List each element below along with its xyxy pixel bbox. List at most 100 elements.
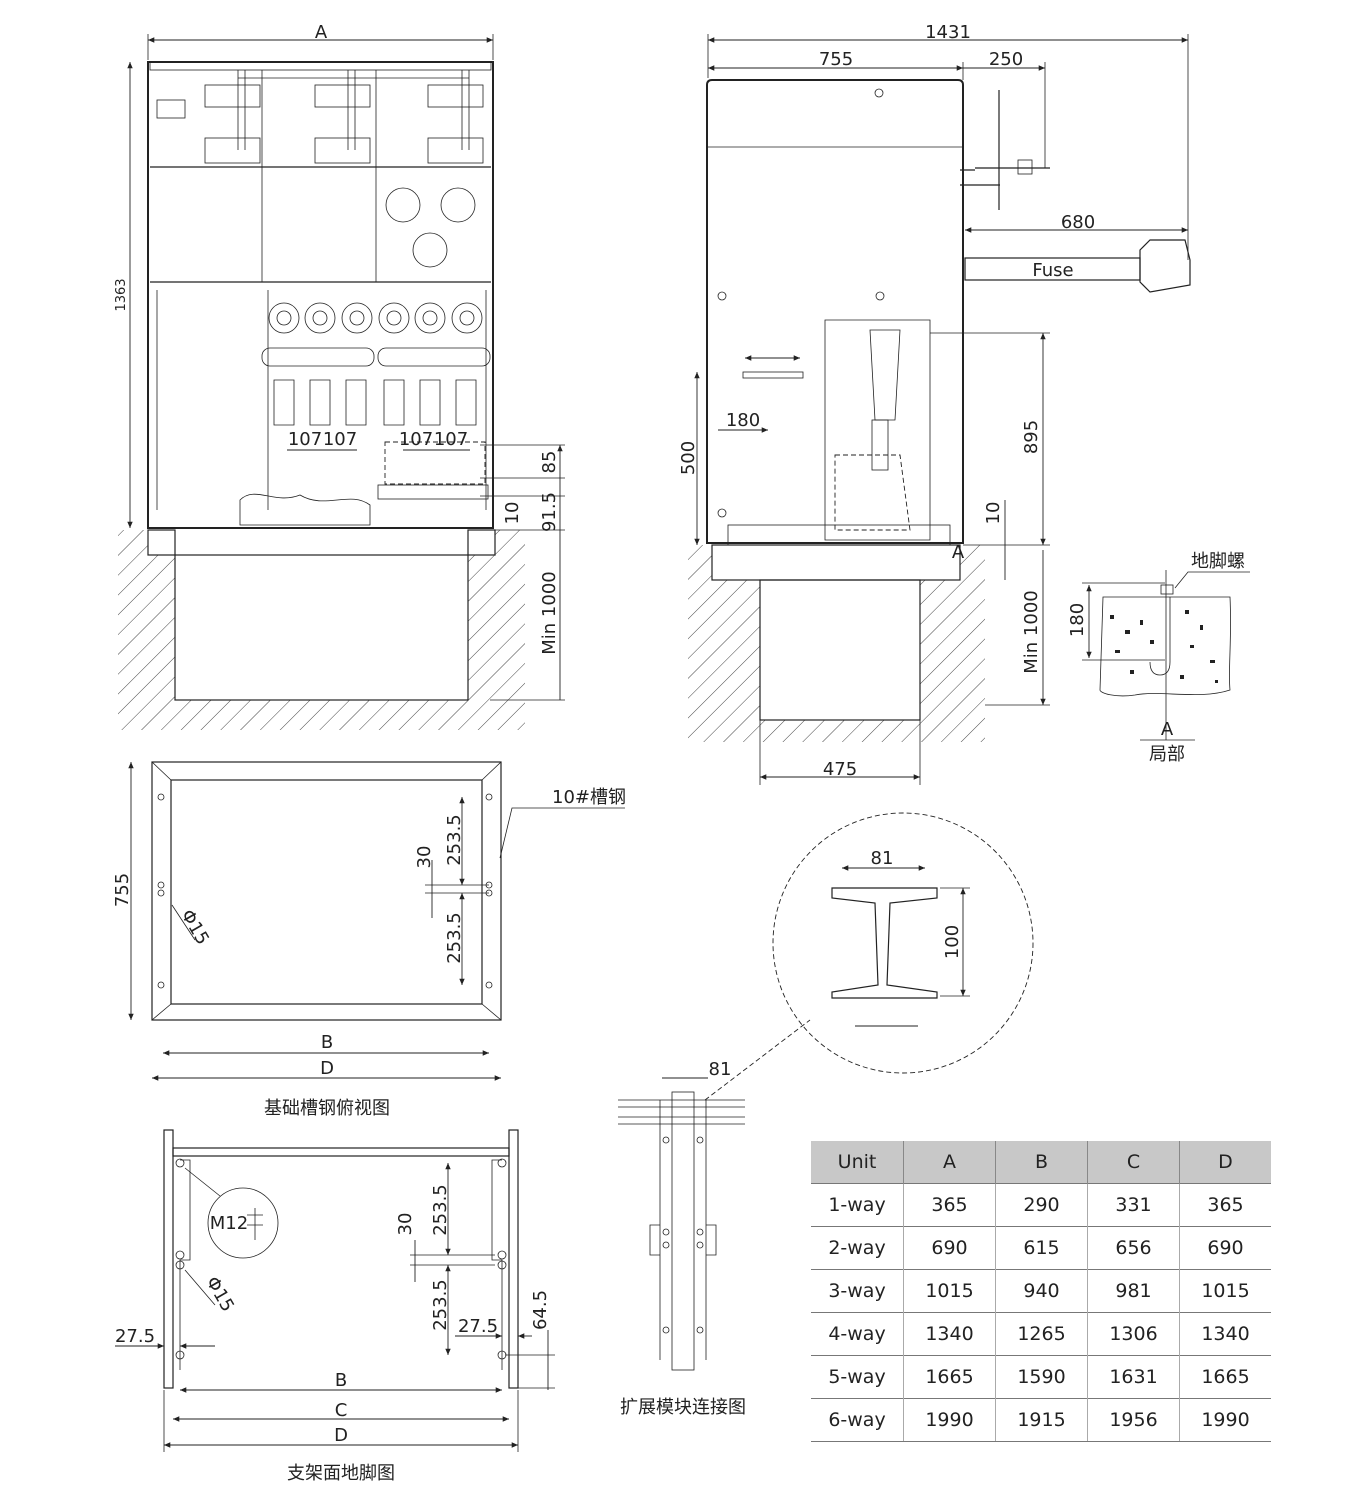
value-cell: 656 (1087, 1226, 1180, 1270)
table-header-row: Unit A B C D (811, 1141, 1271, 1184)
value-cell: 1306 (1087, 1312, 1180, 1356)
value-cell: 365 (1179, 1183, 1271, 1227)
bracket-dim-30: 30 (395, 1213, 416, 1236)
side-dim-180: 180 (726, 410, 760, 431)
unit-cell: 6-way (811, 1398, 904, 1442)
value-cell: 1340 (1179, 1312, 1271, 1356)
value-cell: 331 (1087, 1183, 1180, 1227)
front-view: A 1363 107 107 107 107 85 91.5 10 Min 10… (114, 22, 565, 730)
side-view: 180 1431 755 250 680 Fuse 500 895 10 A M… (678, 22, 1191, 785)
ibeam-dim-81: 81 (871, 848, 894, 869)
detail-title-a: A (1161, 719, 1174, 740)
detail-dim-180: 180 (1067, 603, 1088, 637)
channel-dim-d: D (320, 1058, 334, 1079)
front-dim-107-3: 107 (399, 429, 433, 450)
channel-steel-label: 10#槽钢 (552, 787, 626, 808)
front-dim-107-1: 107 (288, 429, 322, 450)
channel-dim-755: 755 (112, 873, 133, 907)
side-dim-475: 475 (823, 759, 857, 780)
value-cell: 1631 (1087, 1355, 1180, 1399)
value-cell: 1340 (903, 1312, 996, 1356)
channel-top-view: 10#槽钢 755 253.5 30 253.5 Φ15 B D 基础槽钢俯视图 (112, 761, 626, 1119)
value-cell: 290 (995, 1183, 1088, 1227)
switch-units (204, 70, 484, 164)
value-cell: 1956 (1087, 1398, 1180, 1442)
value-cell: 1665 (1179, 1355, 1271, 1399)
value-cell: 981 (1087, 1269, 1180, 1313)
channel-dim-253-5-bottom: 253.5 (444, 912, 465, 964)
value-cell: 1665 (903, 1355, 996, 1399)
value-cell: 690 (903, 1226, 996, 1270)
ibeam-dim-100: 100 (942, 925, 963, 959)
unit-cell: 1-way (811, 1183, 904, 1227)
value-cell: 1015 (1179, 1269, 1271, 1313)
section-a-marker: A (952, 542, 965, 563)
extension-module-view: 81 扩展模块连接图 (618, 1019, 811, 1418)
front-dim-a: A (315, 22, 328, 43)
front-dim-107-4: 107 (434, 429, 468, 450)
anchor-bolt-label: 地脚螺 (1191, 551, 1245, 572)
channel-dim-30: 30 (414, 846, 435, 869)
value-cell: 1015 (903, 1269, 996, 1313)
value-cell: 1990 (1179, 1398, 1271, 1442)
extension-caption: 扩展模块连接图 (620, 1397, 746, 1418)
side-dim-755: 755 (819, 49, 853, 70)
ibeam-detail: 81 100 (772, 812, 1034, 1074)
bracket-caption: 支架面地脚图 (287, 1463, 395, 1484)
front-dim-height: 1363 (114, 278, 129, 311)
value-cell: 690 (1179, 1226, 1271, 1270)
side-dim-250: 250 (989, 49, 1023, 70)
bracket-dim-253-5-top: 253.5 (430, 1184, 451, 1236)
channel-dim-253-5-top: 253.5 (444, 814, 465, 866)
channel-caption: 基础槽钢俯视图 (264, 1098, 390, 1119)
side-dim-1431: 1431 (925, 22, 971, 43)
value-cell: 1265 (995, 1312, 1088, 1356)
unit-cell: 3-way (811, 1269, 904, 1313)
value-cell: 940 (995, 1269, 1088, 1313)
header-unit: Unit (811, 1141, 904, 1184)
value-cell: 1590 (995, 1355, 1088, 1399)
extension-dim-81: 81 (709, 1059, 732, 1080)
bracket-bolt-label: M12 (210, 1213, 248, 1234)
front-dim-91-5: 91.5 (539, 492, 560, 532)
unit-cell: 4-way (811, 1312, 904, 1356)
value-cell: 615 (995, 1226, 1088, 1270)
bracket-dim-64-5: 64.5 (530, 1290, 551, 1330)
unit-cell: 5-way (811, 1355, 904, 1399)
fuse-holders (385, 187, 476, 268)
front-dim-min-1000: Min 1000 (539, 571, 560, 654)
cable-bushings (261, 302, 491, 426)
bracket-dim-253-5-bottom: 253.5 (430, 1279, 451, 1331)
bracket-dim-d: D (334, 1425, 348, 1446)
header-a: A (903, 1141, 996, 1184)
bracket-dim-c: C (335, 1400, 348, 1421)
bracket-dim-b: B (335, 1370, 347, 1391)
value-cell: 1990 (903, 1398, 996, 1442)
side-dim-min-1000: Min 1000 (1021, 590, 1042, 673)
bracket-dim-27-5-left: 27.5 (115, 1326, 155, 1347)
side-dim-895: 895 (1021, 420, 1042, 454)
detail-a-anchor-bolt: 地脚螺 180 A 局部 (1067, 551, 1250, 765)
front-dim-107-2: 107 (323, 429, 357, 450)
channel-dim-b: B (321, 1032, 333, 1053)
side-dim-680: 680 (1061, 212, 1095, 233)
front-dim-10: 10 (502, 502, 523, 525)
front-dim-85: 85 (539, 451, 560, 474)
bracket-dim-27-5-right: 27.5 (458, 1316, 498, 1337)
bracket-view: M12 253.5 30 253.5 Φ15 27.5 27.5 64.5 B … (115, 1129, 555, 1484)
value-cell: 365 (903, 1183, 996, 1227)
bracket-hole-label: Φ15 (201, 1273, 238, 1316)
header-c: C (1087, 1141, 1180, 1184)
channel-hole-label: Φ15 (176, 906, 213, 949)
side-dim-500: 500 (678, 441, 699, 475)
side-dim-10: 10 (983, 502, 1004, 525)
